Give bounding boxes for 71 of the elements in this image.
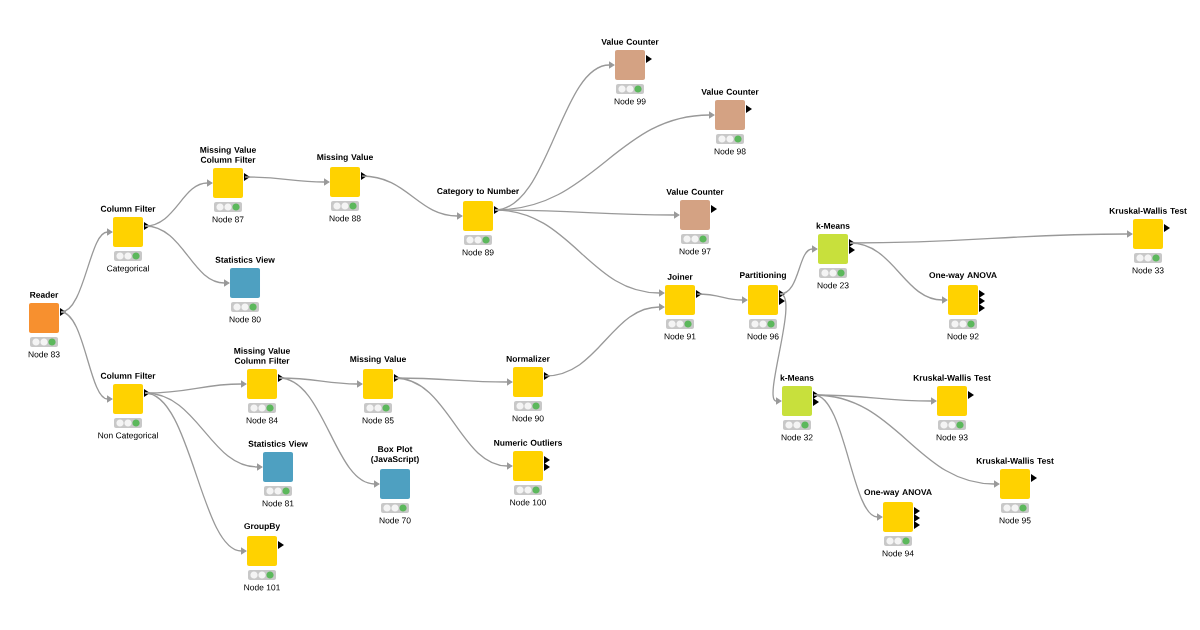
node-title: Missing Value Column Filter [200,146,256,163]
node-title: Column Filter [100,372,156,379]
node-label: Node 93 [936,434,968,441]
node-label: Node 85 [362,417,394,424]
connector [144,392,247,555]
node-title: Kruskal-Wallis Test [976,457,1054,464]
node-label: Node 90 [512,415,544,422]
node-title: Missing Value [350,355,406,364]
connector [813,394,1000,488]
node-label: Node 92 [947,333,979,340]
node-title: Kruskal-Wallis Test [913,374,991,381]
node-label: Node 70 [379,517,411,524]
connector [144,225,230,287]
connector [494,209,665,297]
connector [394,377,513,470]
connector [772,293,787,405]
connector [244,176,330,186]
connector [278,377,380,488]
node-title: Numeric Outliers [494,439,562,446]
node-label: Node 84 [246,417,278,424]
node-title: One-way ANOVA [864,489,932,497]
node-label: Categorical [107,265,149,274]
node-label: Node 83 [28,351,60,358]
connector [779,245,818,295]
connector [60,311,113,403]
node-label: Node 100 [510,499,546,506]
node-title: Value Counter [601,38,659,45]
connector [849,242,948,304]
node-label: Node 33 [1132,267,1164,274]
connector [849,230,1133,244]
node-title: k-Means [816,222,850,229]
connector [144,179,213,227]
connector [60,228,113,313]
node-title: Column Filter [100,205,156,212]
node-title: Kruskal-Wallis Test [1109,207,1187,214]
node-label: Node 94 [882,550,914,557]
node-label: Node 97 [679,248,711,255]
node-label: Node 95 [999,517,1031,524]
node-title: Missing Value [317,153,373,162]
node-title: Statistics View [248,440,308,447]
node-title: k-Means [780,374,814,381]
connector [544,303,665,377]
node-title: Partitioning [740,271,786,280]
node-title: Value Counter [701,88,759,95]
node-label: Node 101 [244,584,280,591]
node-label: Node 98 [714,148,746,155]
node-title: Missing Value Column Filter [234,347,290,364]
node-title: GroupBy [244,523,281,531]
connector [144,380,247,394]
node-label: Node 91 [664,333,696,340]
node-label: Node 88 [329,215,361,222]
connector [361,175,463,220]
node-label: Node 80 [229,316,261,323]
connector [696,293,748,304]
node-title: Joiner [667,273,693,280]
node-title: Normalizer [506,355,550,362]
node-title: Value Counter [666,188,724,195]
node-label: Non Categorical [98,432,158,441]
connector [813,394,883,521]
node-label: Node 23 [817,282,849,289]
node-label: Node 99 [614,98,646,105]
node-label: Node 81 [262,500,294,507]
node-label: Node 96 [747,333,779,340]
node-title: One-way ANOVA [929,272,997,280]
node-title: Statistics View [215,256,275,263]
node-title: Category to Number [437,187,520,196]
node-title: Reader [30,291,59,298]
node-label: Node 89 [462,249,494,256]
node-title: Box Plot (JavaScript) [371,445,419,464]
node-label: Node 87 [212,216,244,223]
node-label: Node 32 [781,434,813,441]
